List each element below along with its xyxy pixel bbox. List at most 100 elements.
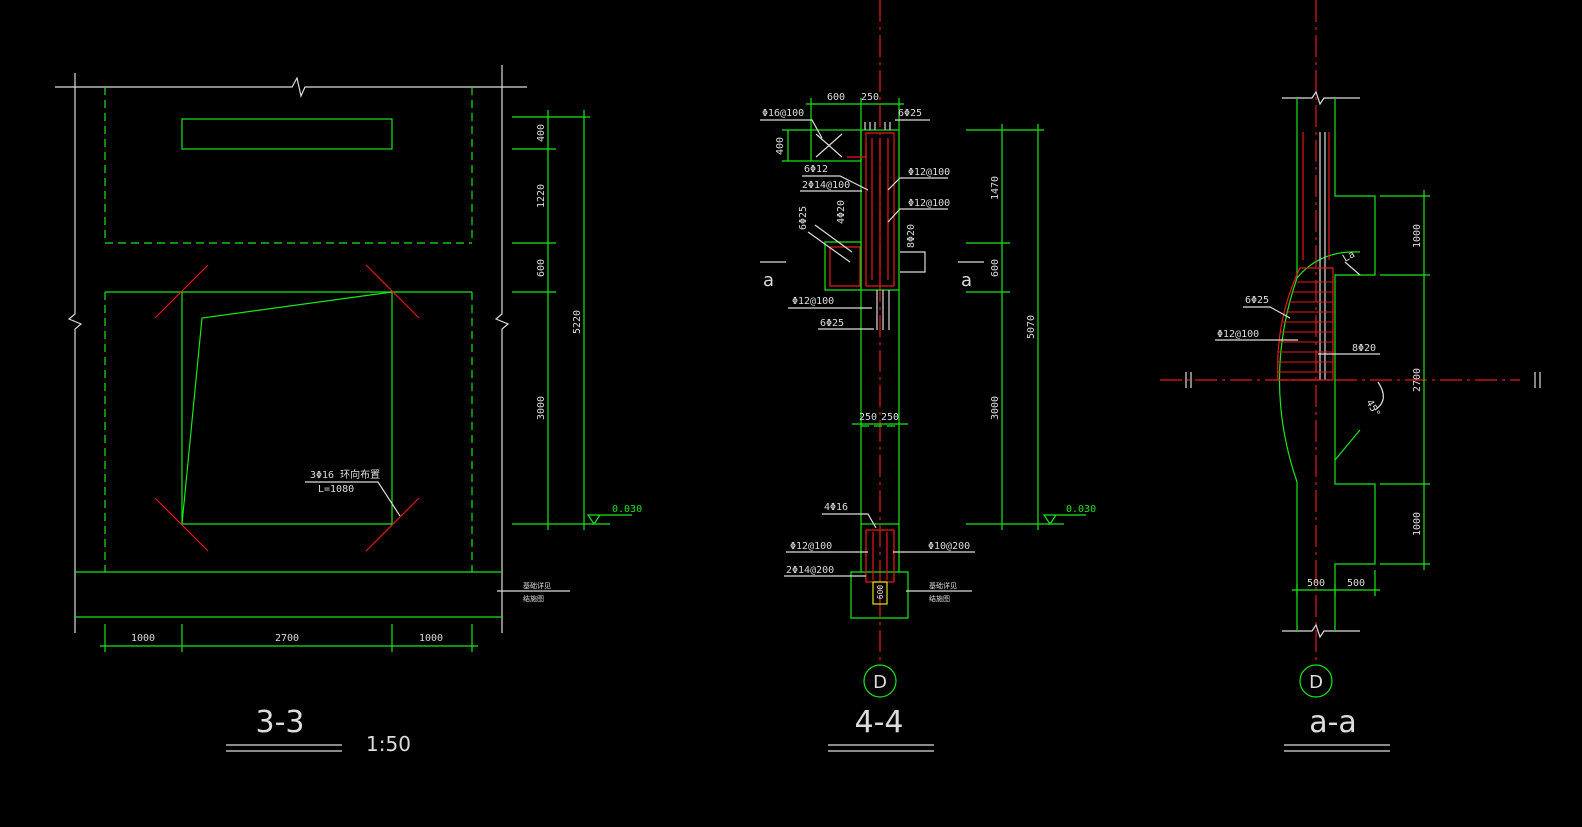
label-r3: 8Φ20: [906, 224, 917, 248]
leader: [900, 251, 926, 273]
corbel-leader: [814, 224, 853, 253]
leader: [1243, 306, 1291, 319]
wall-right-a-a: [1334, 98, 1376, 631]
dim-bottom-1: 1000: [131, 633, 155, 644]
leader: [802, 175, 869, 191]
label-b3: 2Φ14@200: [786, 565, 834, 576]
lower-wall-detail: [860, 523, 900, 573]
dim-right-a-a-2: 2700: [1412, 368, 1423, 392]
rebar-diag-bl: [154, 497, 209, 552]
right-wall-line: [494, 65, 510, 633]
axis-label-a-a: D: [1309, 672, 1323, 693]
dim-bottom-a-a-1: 500: [1307, 578, 1325, 589]
dim-total: 5220: [572, 310, 583, 334]
dim-right-2: 1220: [536, 184, 547, 208]
axis-label-4-4: D: [873, 672, 887, 693]
rebar-cage: [865, 132, 895, 287]
label-8phi20: 8Φ20: [1352, 343, 1376, 354]
footing-outline: [850, 571, 909, 619]
base-note: 基础详见: [929, 581, 957, 590]
dim-right-4: 3000: [536, 396, 547, 420]
footing-yellow-mark: [872, 581, 888, 605]
corbel-leader: [807, 231, 851, 263]
leader: [760, 119, 823, 139]
opening-outline: [181, 292, 393, 525]
elevation-label-4-4: 0.030: [1066, 504, 1096, 515]
label-6phi25: 6Φ25: [1245, 295, 1269, 306]
axis-bubble-4-4: [863, 664, 897, 698]
section-mark-right: a: [961, 270, 972, 291]
label-r1: Φ12@100: [908, 167, 950, 178]
lower-rebar-cage: [865, 529, 895, 583]
left-height-label: 400: [775, 137, 786, 155]
dim-total-4-4: 5070: [1026, 315, 1037, 339]
label-la: La: [1341, 249, 1357, 265]
small-beam-cross: [815, 133, 843, 158]
dim-right-a-a-1: 1000: [1412, 224, 1423, 248]
label-top-right: 6Φ25: [898, 108, 922, 119]
dim-bottom-2: 2700: [275, 633, 299, 644]
elevation-mark: [586, 514, 632, 526]
elevation-mark-4-4: [1042, 514, 1086, 526]
haunch-top: [1296, 251, 1361, 279]
axis-bubble-a-a: [1299, 664, 1333, 698]
rebar-note-1: 3Φ16 环向布置: [310, 468, 380, 481]
base-note-2: 结施图: [929, 594, 950, 603]
section-title-4-4: 4-4: [855, 705, 904, 740]
base-note-2: 结施图: [523, 594, 544, 603]
label-b2: Φ12@100: [790, 541, 832, 552]
section-4-4: 600 250 400 Φ16@100 6Φ25 6Φ12 2Φ14@100 6…: [760, 0, 1096, 752]
base-note: 基础详见: [523, 581, 551, 590]
top-break-line: [55, 76, 527, 98]
leader: [822, 513, 877, 529]
elevation-label: 0.030: [612, 504, 642, 515]
beam-rect: [181, 118, 393, 150]
rebar-note-leader: [305, 481, 401, 517]
label-top-left: Φ16@100: [762, 108, 804, 119]
section-a-a: La 6Φ25 Φ12@100 8Φ20 45° 1000 2700 1000 …: [1160, 0, 1541, 752]
scale-label: 1:50: [366, 732, 411, 756]
top-break-a-a: [1282, 90, 1360, 106]
wall-left-a-a: [1278, 98, 1298, 631]
label-l5: Φ12@100: [792, 296, 834, 307]
dim-bottom-a-a-2: 500: [1347, 578, 1365, 589]
label-angle: 45°: [1363, 398, 1382, 419]
label-l1: 6Φ12: [804, 164, 828, 175]
rebar-note-2: L=1080: [318, 484, 354, 495]
rebar-hook: [847, 143, 867, 158]
section-title-a-a: a-a: [1309, 705, 1357, 740]
hatch-outline: [1277, 267, 1334, 381]
section-title-3-3: 3-3: [256, 705, 305, 740]
label-b5: 600: [876, 585, 885, 600]
top-dim-2: 250: [861, 92, 879, 103]
haunch-bottom: [1334, 429, 1361, 461]
dim-right-1: 400: [536, 124, 547, 142]
mid-dim-1: 250: [859, 412, 877, 423]
rebar-diag-tl: [154, 264, 209, 319]
label-r2: Φ12@100: [908, 198, 950, 209]
top-dim-1: 600: [827, 92, 845, 103]
label-b4: Φ10@200: [928, 541, 970, 552]
leader: [1344, 261, 1361, 276]
rebar-diag-tr: [365, 264, 420, 319]
label-l6: 6Φ25: [820, 318, 844, 329]
label-l2: 2Φ14@100: [802, 180, 850, 191]
dim-right-4-4-3: 3000: [990, 396, 1001, 420]
label-l3: 6Φ25: [798, 206, 809, 230]
angle-arc: [1374, 381, 1384, 411]
corbel: [824, 241, 862, 291]
dim-right-4-4-1: 1470: [990, 176, 1001, 200]
dim-right-a-a-3: 1000: [1412, 512, 1423, 536]
small-beam: [810, 129, 862, 162]
section-3-3: 1000 2700 1000 400 1220 600 3000 5220 0.…: [55, 65, 642, 756]
label-l4: 4Φ20: [836, 200, 847, 224]
label-b1: 4Φ16: [824, 502, 848, 513]
corbel-rebar: [829, 246, 861, 287]
leader: [887, 177, 948, 191]
bottom-break-a-a: [1282, 623, 1360, 639]
mid-dim-2: 250: [881, 412, 899, 423]
rebar-diag-br: [365, 497, 420, 552]
section-mark-left: a: [763, 270, 774, 291]
dim-bottom-3: 1000: [419, 633, 443, 644]
